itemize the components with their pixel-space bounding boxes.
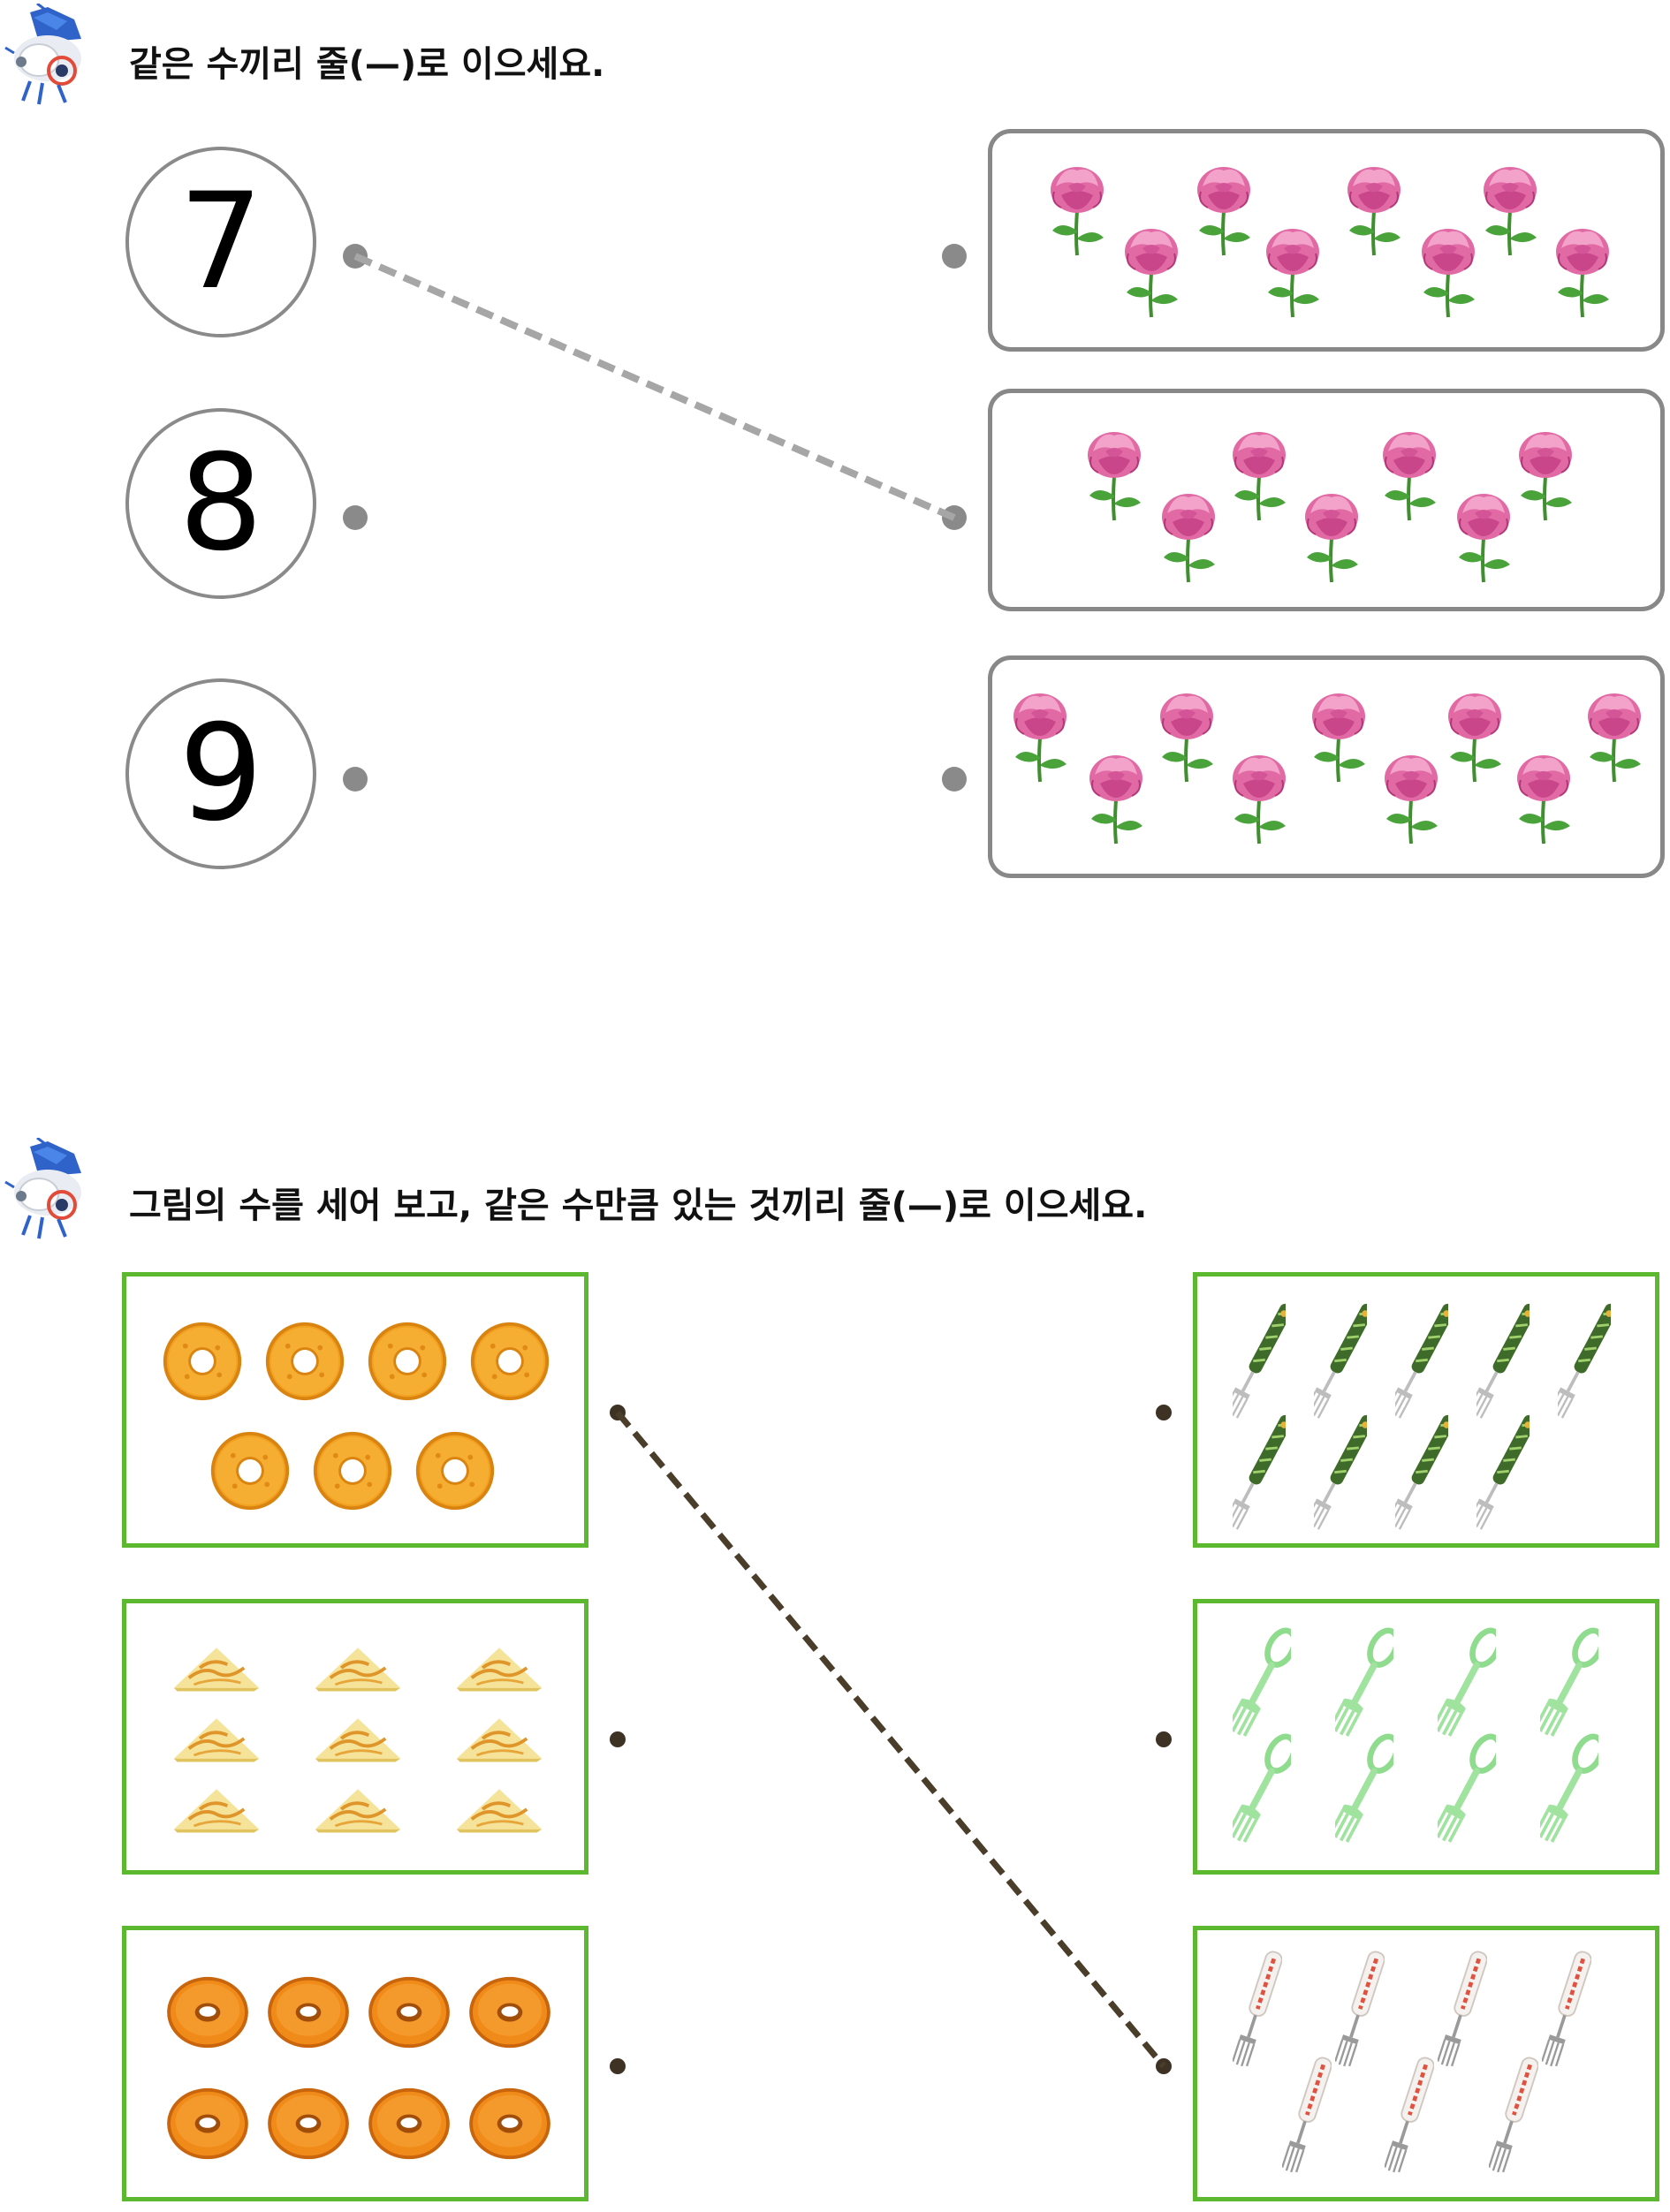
light-green-fork-icon — [1540, 1727, 1598, 1852]
right-dot-2[interactable] — [1156, 1731, 1172, 1747]
rose-box-1 — [988, 129, 1665, 352]
number-circle-7: 7 — [125, 147, 316, 337]
white-fork-box — [1193, 1926, 1659, 2201]
number-dot-7[interactable] — [343, 244, 368, 269]
donut-icon — [367, 1974, 452, 2050]
green-fork-icon — [1558, 1294, 1611, 1427]
white-fork-icon — [1438, 1948, 1487, 2072]
number-dot-8[interactable] — [343, 505, 368, 530]
cheese-slice-icon — [312, 1784, 404, 1835]
rose-icon — [1081, 748, 1151, 845]
white-fork-icon — [1489, 2054, 1538, 2178]
rose-dot-2[interactable] — [942, 505, 967, 530]
number-label: 8 — [178, 427, 263, 580]
rose-icon — [1413, 222, 1484, 319]
rose-icon — [1339, 160, 1409, 257]
instruction-2: 그림의 수를 세어 보고, 같은 수만큼 있는 것끼리 줄(—)로 이으세요. — [129, 1186, 1148, 1226]
rose-icon — [1374, 425, 1445, 522]
example-line-2 — [615, 1410, 1166, 2069]
ring-snack-icon — [310, 1428, 395, 1513]
example-line-1 — [353, 253, 956, 521]
light-green-fork-box — [1193, 1599, 1659, 1875]
cheese-slice-icon — [453, 1784, 545, 1835]
rose-icon — [1448, 487, 1519, 584]
left-dot-2[interactable] — [610, 1731, 626, 1747]
rose-icon — [1508, 748, 1579, 845]
rose-icon — [1224, 425, 1294, 522]
cheese-slice-icon — [453, 1713, 545, 1764]
ring-snack-box — [122, 1272, 588, 1548]
number-label: 9 — [178, 697, 263, 851]
green-fork-icon — [1395, 1405, 1448, 1538]
green-fork-icon — [1233, 1405, 1286, 1538]
number-circle-9: 9 — [125, 678, 316, 869]
rose-icon — [1188, 160, 1259, 257]
green-fork-icon — [1476, 1405, 1530, 1538]
rose-icon — [1005, 686, 1075, 784]
rose-box-2 — [988, 389, 1665, 611]
cheese-box — [122, 1599, 588, 1875]
donut-icon — [467, 2086, 552, 2162]
rose-icon — [1439, 686, 1510, 784]
ring-snack-icon — [365, 1319, 450, 1404]
rose-icon — [1042, 160, 1112, 257]
cheese-slice-icon — [171, 1784, 262, 1835]
rose-icon — [1376, 748, 1446, 845]
cheese-slice-icon — [453, 1642, 545, 1693]
rose-icon — [1116, 222, 1187, 319]
cheese-slice-icon — [312, 1642, 404, 1693]
rose-dot-1[interactable] — [942, 244, 967, 269]
ring-snack-icon — [413, 1428, 497, 1513]
donut-icon — [266, 1974, 351, 2050]
cheese-slice-icon — [171, 1642, 262, 1693]
rose-box-3 — [988, 655, 1665, 878]
number-label: 7 — [178, 165, 263, 319]
rose-icon — [1475, 160, 1545, 257]
donut-icon — [367, 2086, 452, 2162]
green-fork-box — [1193, 1272, 1659, 1548]
right-dot-1[interactable] — [1156, 1405, 1172, 1420]
rose-icon — [1079, 425, 1150, 522]
right-dot-3[interactable] — [1156, 2058, 1172, 2074]
donut-icon — [165, 1974, 250, 2050]
rose-icon — [1296, 487, 1367, 584]
donut-box — [122, 1926, 588, 2201]
rose-icon — [1153, 487, 1224, 584]
light-green-fork-icon — [1233, 1727, 1291, 1852]
cheese-slice-icon — [171, 1713, 262, 1764]
light-green-fork-icon — [1438, 1727, 1496, 1852]
mascot-icon — [4, 1138, 83, 1240]
white-fork-icon — [1282, 2054, 1332, 2178]
left-dot-3[interactable] — [610, 2058, 626, 2074]
mascot-icon — [4, 4, 83, 106]
green-fork-icon — [1314, 1405, 1367, 1538]
left-dot-1[interactable] — [610, 1405, 626, 1420]
ring-snack-icon — [160, 1319, 245, 1404]
white-fork-icon — [1385, 2054, 1434, 2178]
donut-icon — [165, 2086, 250, 2162]
rose-icon — [1579, 686, 1650, 784]
number-circle-8: 8 — [125, 408, 316, 599]
rose-icon — [1151, 686, 1222, 784]
rose-icon — [1547, 222, 1618, 319]
cheese-slice-icon — [312, 1713, 404, 1764]
rose-dot-3[interactable] — [942, 767, 967, 792]
instruction-1: 같은 수끼리 줄(—)로 이으세요. — [129, 44, 605, 85]
white-fork-icon — [1233, 1948, 1282, 2072]
ring-snack-icon — [208, 1428, 292, 1513]
ring-snack-icon — [262, 1319, 347, 1404]
donut-icon — [266, 2086, 351, 2162]
ring-snack-icon — [467, 1319, 552, 1404]
light-green-fork-icon — [1335, 1727, 1393, 1852]
rose-icon — [1224, 748, 1294, 845]
white-fork-icon — [1335, 1948, 1385, 2072]
white-fork-icon — [1542, 1948, 1591, 2072]
rose-icon — [1257, 222, 1328, 319]
rose-icon — [1510, 425, 1581, 522]
rose-icon — [1303, 686, 1374, 784]
donut-icon — [467, 1974, 552, 2050]
number-dot-9[interactable] — [343, 767, 368, 792]
